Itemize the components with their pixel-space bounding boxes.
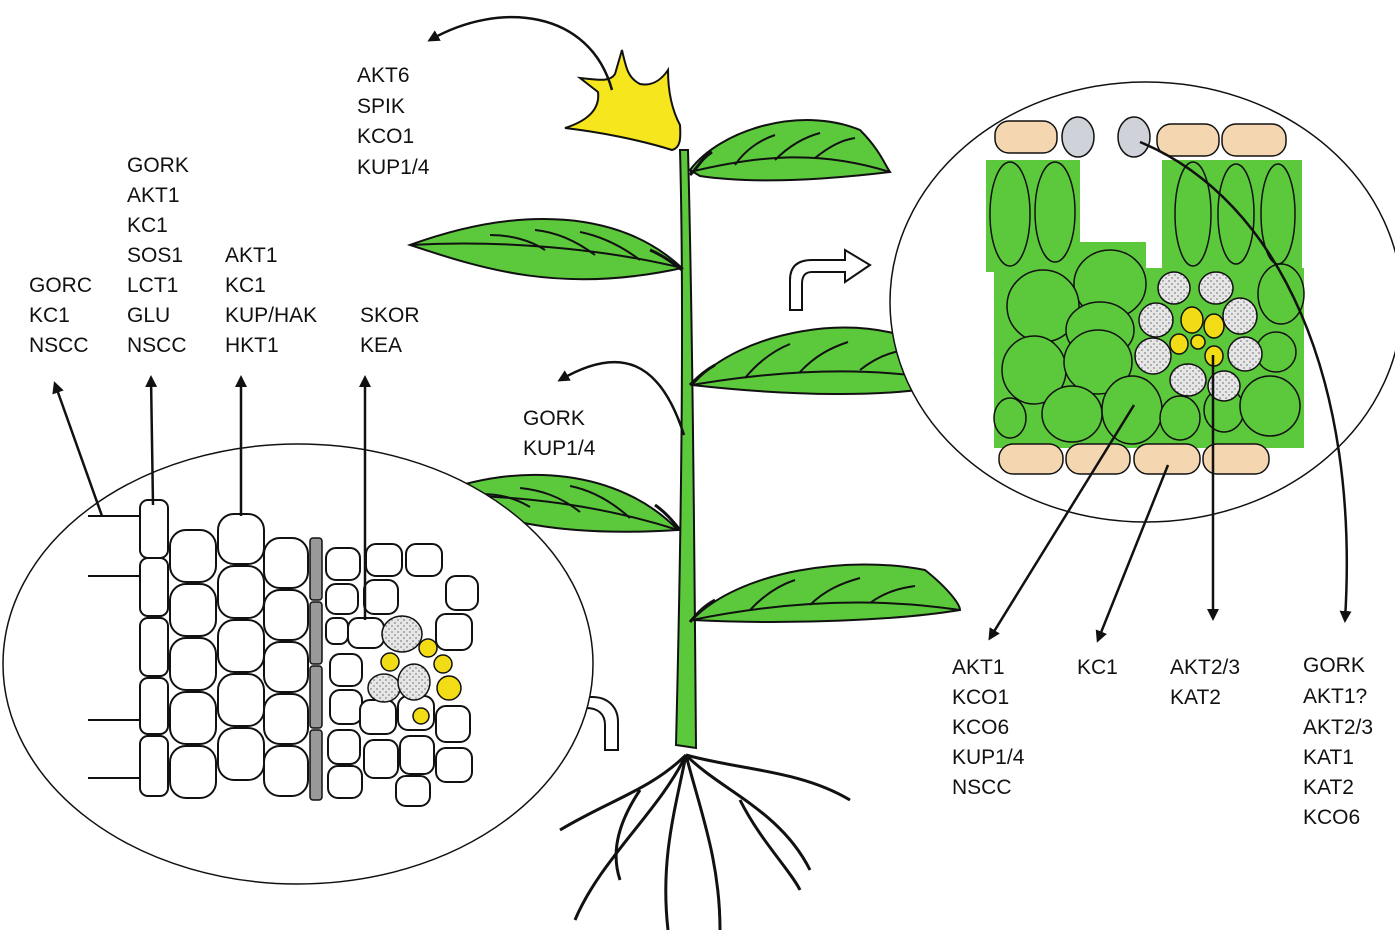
label-leaf-vasc-2: KAT2 bbox=[1170, 686, 1221, 709]
label-root-hair-2: KC1 bbox=[29, 304, 70, 327]
leaf-arrows bbox=[988, 140, 1352, 643]
label-root-hair: GORC KC1 NSCC bbox=[29, 274, 92, 357]
label-stem-2: KUP1/4 bbox=[523, 437, 596, 460]
label-leaf-mesophyll: AKT1 KCO1 KCO6 KUP1/4 NSCC bbox=[952, 656, 1025, 799]
label-root-epidermis: GORK AKT1 KC1 SOS1 LCT1 GLU NSCC bbox=[127, 154, 189, 357]
label-guard-4: KAT1 bbox=[1303, 746, 1354, 769]
leaf-upper-left bbox=[406, 218, 685, 281]
leaves bbox=[406, 119, 962, 623]
root-cross-section bbox=[2, 443, 594, 885]
leaf-upper-right bbox=[688, 119, 892, 182]
label-root-epi-3: KC1 bbox=[127, 214, 168, 237]
label-leaf-mes-4: KUP1/4 bbox=[952, 746, 1025, 769]
label-flower: AKT6 SPIK KCO1 KUP1/4 bbox=[357, 64, 430, 179]
plant bbox=[406, 49, 962, 931]
label-flower-2: SPIK bbox=[357, 95, 405, 118]
label-leaf-vasc-1: AKT2/3 bbox=[1170, 656, 1240, 679]
label-root-stele: SKOR KEA bbox=[360, 304, 420, 357]
label-root-epi-1: GORK bbox=[127, 154, 189, 177]
label-guard-cell: GORK AKT1? AKT2/3 KAT1 KAT2 KCO6 bbox=[1303, 654, 1373, 829]
label-leaf-epidermis: KC1 bbox=[1077, 656, 1118, 679]
label-leaf-epi-1: KC1 bbox=[1077, 656, 1118, 679]
flower bbox=[564, 49, 682, 152]
label-guard-5: KAT2 bbox=[1303, 776, 1354, 799]
label-root-stele-2: KEA bbox=[360, 334, 402, 357]
label-root-epi-4: SOS1 bbox=[127, 244, 183, 267]
hollow-bent-arrow-icon bbox=[789, 248, 872, 311]
label-root-epi-2: AKT1 bbox=[127, 184, 180, 207]
label-root-epi-7: NSCC bbox=[127, 334, 187, 357]
label-root-cortex-2: KC1 bbox=[225, 274, 266, 297]
label-leaf-mes-2: KCO1 bbox=[952, 686, 1009, 709]
label-leaf-mes-1: AKT1 bbox=[952, 656, 1005, 679]
label-root-cortex: AKT1 KC1 KUP/HAK HKT1 bbox=[225, 244, 317, 357]
label-guard-6: KCO6 bbox=[1303, 806, 1360, 829]
label-root-hair-3: NSCC bbox=[29, 334, 89, 357]
label-guard-3: AKT2/3 bbox=[1303, 716, 1373, 739]
label-leaf-mes-3: KCO6 bbox=[952, 716, 1009, 739]
label-leaf-mes-5: NSCC bbox=[952, 776, 1012, 799]
label-leaf-vascular: AKT2/3 KAT2 bbox=[1170, 656, 1240, 709]
stem bbox=[674, 149, 698, 750]
guard-cell bbox=[1117, 116, 1151, 158]
guard-cell bbox=[1061, 116, 1095, 158]
label-stem: GORK KUP1/4 bbox=[523, 407, 596, 460]
label-root-epi-5: LCT1 bbox=[127, 274, 178, 297]
roots bbox=[559, 753, 851, 931]
label-root-cortex-3: KUP/HAK bbox=[225, 304, 317, 327]
label-root-cortex-4: HKT1 bbox=[225, 334, 279, 357]
label-root-cortex-1: AKT1 bbox=[225, 244, 278, 267]
label-root-stele-1: SKOR bbox=[360, 304, 420, 327]
label-flower-1: AKT6 bbox=[357, 64, 410, 87]
leaf-cross-section bbox=[889, 81, 1395, 523]
label-flower-4: KUP1/4 bbox=[357, 156, 430, 179]
flower-arrow bbox=[427, 15, 686, 436]
label-stem-1: GORK bbox=[523, 407, 585, 430]
label-root-hair-1: GORC bbox=[29, 274, 92, 297]
label-guard-2: AKT1? bbox=[1303, 685, 1367, 708]
label-guard-1: GORK bbox=[1303, 654, 1365, 677]
label-flower-3: KCO1 bbox=[357, 125, 414, 148]
root-arrows bbox=[52, 375, 371, 620]
label-root-epi-6: GLU bbox=[127, 304, 170, 327]
